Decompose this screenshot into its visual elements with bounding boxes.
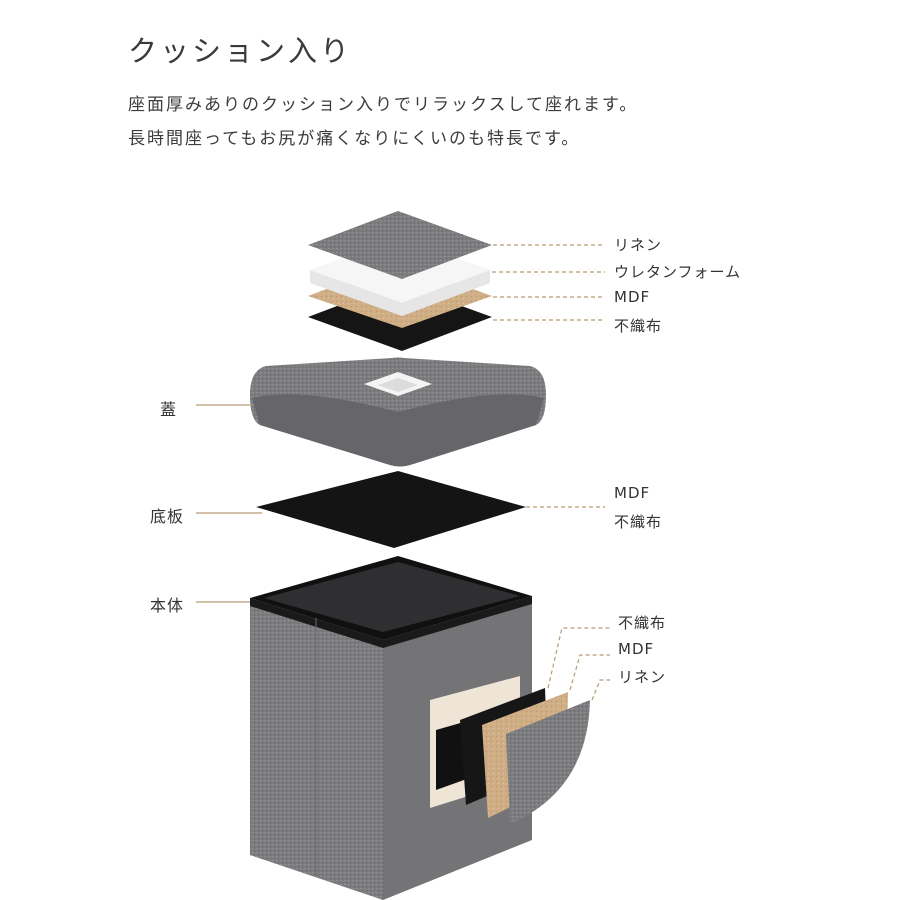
label-body-linen: リネン [618, 668, 667, 686]
cushion-foam-layer-side [310, 270, 490, 316]
page-title: クッション入り [128, 34, 353, 68]
bottom-board-shape [256, 471, 526, 548]
description-line-1: 座面厚みありのクッション入りでリラックスして座れます。 [128, 95, 639, 115]
leader-body-nonwoven [547, 627, 610, 689]
label-body-nonwoven: 不織布 [618, 614, 667, 632]
description-line-2: 長時間座ってもお尻が痛くなりにくいのも特長です。 [128, 129, 581, 149]
cushion-layer-stack [308, 211, 492, 351]
label-body: 本体 [150, 596, 185, 615]
leader-body-linen [591, 679, 610, 701]
label-bottom-board-mdf: MDF [614, 484, 651, 502]
body-box [250, 556, 590, 900]
body-linen-peel [506, 700, 590, 824]
label-body-mdf: MDF [618, 640, 655, 658]
label-bottom-board: 底板 [150, 507, 185, 526]
cushion-linen-layer [308, 211, 492, 279]
label-cushion-linen: リネン [614, 236, 663, 254]
label-bottom-board-nonwoven: 不織布 [614, 513, 663, 531]
body-interior [264, 562, 520, 632]
leader-lines [196, 244, 610, 701]
label-cushion-foam: ウレタンフォーム [614, 263, 742, 281]
leader-body-mdf [569, 654, 610, 691]
label-cushion-nonwoven: 不織布 [614, 317, 663, 335]
label-lid: 蓋 [160, 400, 178, 419]
label-cushion-mdf: MDF [614, 288, 651, 306]
lid-shape [250, 357, 546, 467]
